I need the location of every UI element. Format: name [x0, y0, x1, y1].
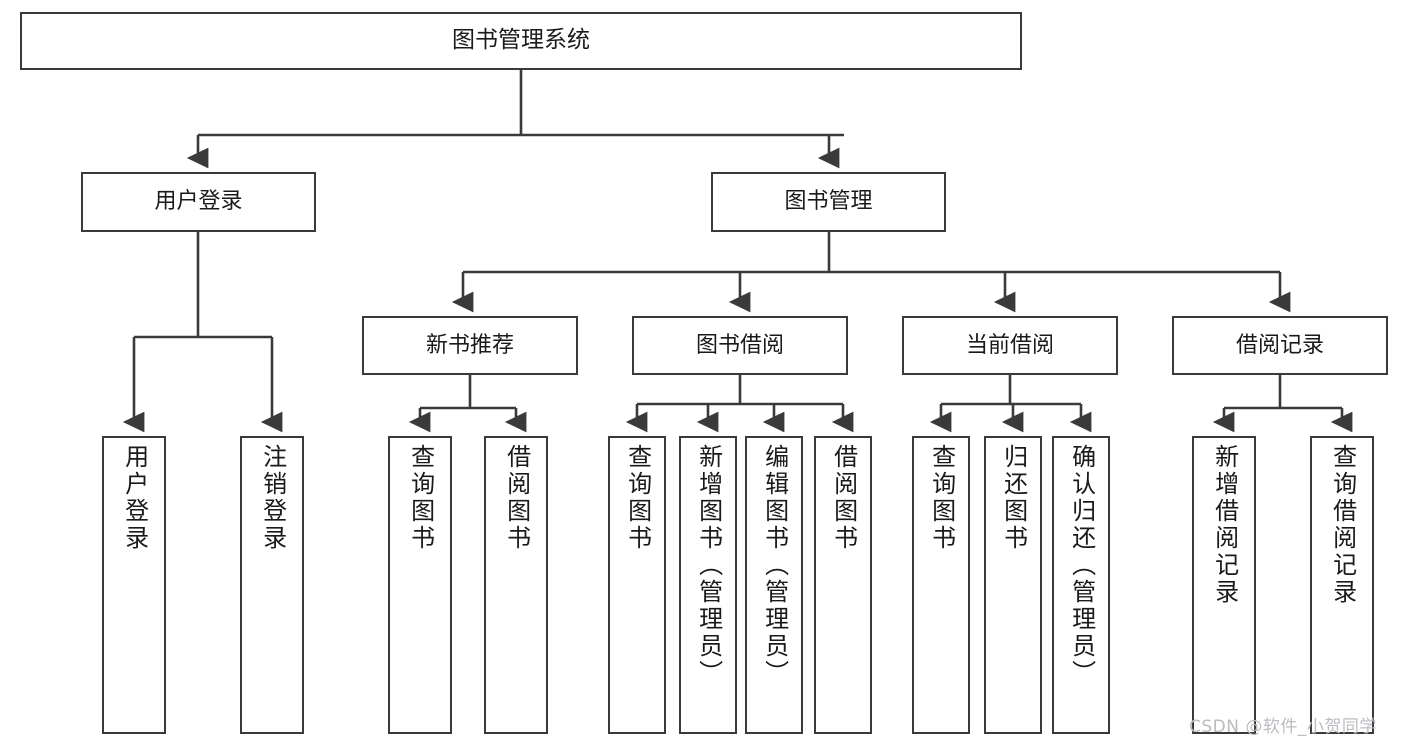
node-leaf-logout[interactable]: 注销登录 — [240, 436, 304, 734]
csdn-watermark: CSDN @软件_小贺同学 — [1189, 717, 1377, 737]
node-borrow-records-label: 借阅记录 — [1235, 332, 1324, 358]
node-leaf-query-borrow-record-label: 查询借阅记录 — [1328, 444, 1357, 606]
node-leaf-query-books-borrow-label: 查询图书 — [623, 444, 652, 552]
node-leaf-query-books-current-label: 查询图书 — [927, 444, 956, 552]
node-leaf-confirm-return-admin[interactable]: 确认归还（管理员） — [1052, 436, 1110, 734]
node-book-management-label: 图书管理 — [784, 189, 873, 215]
node-leaf-return-books-label: 归还图书 — [999, 444, 1028, 552]
node-new-book-recommend[interactable]: 新书推荐 — [362, 316, 578, 375]
node-leaf-query-books-recommend-label: 查询图书 — [406, 444, 435, 552]
node-root-label: 图书管理系统 — [452, 27, 590, 54]
node-leaf-logout-label: 注销登录 — [258, 444, 287, 552]
node-leaf-borrow-books[interactable]: 借阅图书 — [814, 436, 872, 734]
node-leaf-edit-book-admin-label: 编辑图书（管理员） — [760, 444, 789, 687]
node-leaf-borrow-books-recommend[interactable]: 借阅图书 — [484, 436, 548, 734]
node-root[interactable]: 图书管理系统 — [20, 12, 1022, 70]
node-leaf-user-login-label: 用户登录 — [120, 444, 149, 552]
node-current-borrow-label: 当前借阅 — [965, 332, 1054, 358]
node-leaf-query-borrow-record[interactable]: 查询借阅记录 — [1310, 436, 1374, 734]
node-leaf-return-books[interactable]: 归还图书 — [984, 436, 1042, 734]
node-leaf-confirm-return-admin-label: 确认归还（管理员） — [1067, 444, 1096, 687]
node-leaf-add-borrow-record-label: 新增借阅记录 — [1210, 444, 1239, 606]
node-leaf-user-login[interactable]: 用户登录 — [102, 436, 166, 734]
node-leaf-borrow-books-label: 借阅图书 — [829, 444, 858, 552]
node-leaf-edit-book-admin[interactable]: 编辑图书（管理员） — [745, 436, 803, 734]
node-leaf-query-books-borrow[interactable]: 查询图书 — [608, 436, 666, 734]
node-new-book-recommend-label: 新书推荐 — [425, 332, 514, 358]
node-book-borrow[interactable]: 图书借阅 — [632, 316, 848, 375]
node-book-borrow-label: 图书借阅 — [695, 332, 784, 358]
node-book-management[interactable]: 图书管理 — [711, 172, 946, 232]
node-user-login[interactable]: 用户登录 — [81, 172, 316, 232]
node-leaf-add-book-admin-label: 新增图书（管理员） — [694, 444, 723, 687]
node-current-borrow[interactable]: 当前借阅 — [902, 316, 1118, 375]
node-leaf-query-books-recommend[interactable]: 查询图书 — [388, 436, 452, 734]
node-leaf-add-borrow-record[interactable]: 新增借阅记录 — [1192, 436, 1256, 734]
node-borrow-records[interactable]: 借阅记录 — [1172, 316, 1388, 375]
node-user-login-label: 用户登录 — [154, 189, 243, 215]
node-leaf-add-book-admin[interactable]: 新增图书（管理员） — [679, 436, 737, 734]
node-leaf-borrow-books-recommend-label: 借阅图书 — [502, 444, 531, 552]
node-leaf-query-books-current[interactable]: 查询图书 — [912, 436, 970, 734]
